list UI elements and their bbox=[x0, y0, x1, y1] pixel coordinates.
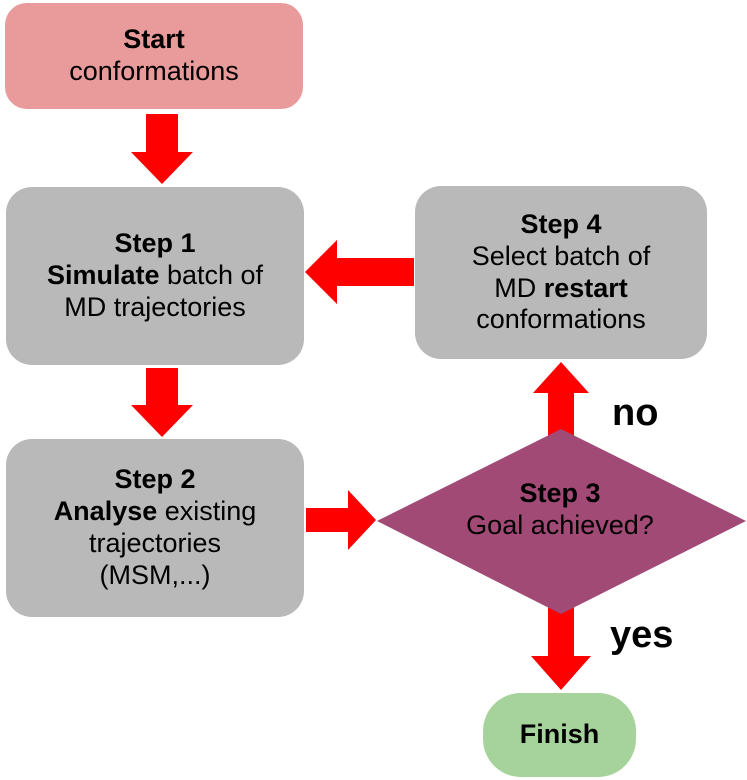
no-branch-label: no bbox=[612, 392, 659, 434]
step3-decision-diamond bbox=[377, 429, 746, 614]
step4-line2: Select batch of bbox=[471, 240, 651, 271]
arrow-start-to-step1 bbox=[131, 114, 193, 184]
arrow-step1-to-step2 bbox=[131, 368, 193, 437]
step1-line2: Simulate batch of bbox=[47, 260, 263, 292]
arrow-step4-to-step1 bbox=[305, 240, 414, 304]
finish-text: Finish bbox=[519, 719, 600, 750]
start-node: Start conformations bbox=[5, 3, 303, 109]
yes-branch-label: yes bbox=[610, 614, 674, 656]
step2-line2: Analyse existing bbox=[54, 496, 257, 528]
step2-line2-rest: existing bbox=[157, 496, 257, 527]
step4-line3-prefix: MD bbox=[494, 272, 544, 303]
finish-node: Finish bbox=[483, 693, 636, 777]
arrow-step2-to-step3 bbox=[306, 490, 376, 550]
step3-label: Step 3 Goal achieved? bbox=[430, 478, 690, 542]
step4-title: Step 4 bbox=[520, 208, 602, 239]
step1-bold-word: Simulate bbox=[46, 260, 160, 291]
step1-line2-rest: batch of bbox=[159, 260, 264, 291]
step2-node: Step 2 Analyse existing trajectories (MS… bbox=[6, 439, 304, 617]
step3-title: Step 3 bbox=[519, 478, 601, 508]
step4-line3: MD restart bbox=[494, 273, 628, 305]
step1-line3: MD trajectories bbox=[64, 291, 246, 322]
step4-line4: conformations bbox=[476, 304, 646, 335]
step2-line3: trajectories bbox=[88, 528, 222, 558]
step1-title: Step 1 bbox=[114, 228, 196, 259]
step2-title: Step 2 bbox=[114, 464, 196, 495]
arrow-step3-to-step4 bbox=[533, 362, 589, 436]
step1-node: Step 1 Simulate batch of MD trajectories bbox=[6, 187, 304, 365]
step2-bold-word: Analyse bbox=[53, 496, 158, 527]
start-title: Start bbox=[123, 24, 185, 55]
step2-line4: (MSM,...) bbox=[99, 559, 211, 590]
start-text: conformations bbox=[69, 56, 239, 86]
arrow-step3-to-finish bbox=[531, 606, 591, 690]
step3-text-line: Goal achieved? bbox=[466, 509, 654, 540]
step4-bold-word: restart bbox=[543, 272, 628, 303]
step4-node: Step 4 Select batch of MD restart confor… bbox=[415, 186, 707, 359]
